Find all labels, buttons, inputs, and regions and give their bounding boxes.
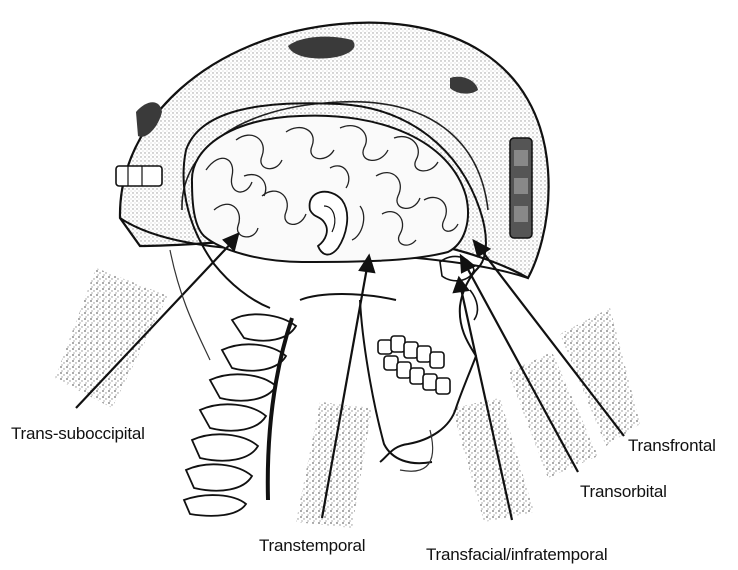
beam-fields	[55, 268, 640, 528]
label-transfacial-infratemporal: Transfacial/infratemporal	[426, 545, 607, 565]
spinal-cord	[268, 318, 292, 500]
cervical-spine	[184, 314, 296, 516]
label-transtemporal: Transtemporal	[259, 536, 365, 556]
label-transorbital: Transorbital	[580, 482, 667, 502]
beam-field-infratemporal	[452, 398, 534, 522]
label-trans-suboccipital: Trans-suboccipital	[11, 424, 145, 444]
helmet-strap-buckle	[116, 166, 162, 186]
beam-field-suboccipital	[55, 268, 168, 408]
teeth	[378, 336, 450, 394]
beam-field-temporal	[296, 402, 372, 528]
label-transfrontal: Transfrontal	[628, 436, 716, 456]
